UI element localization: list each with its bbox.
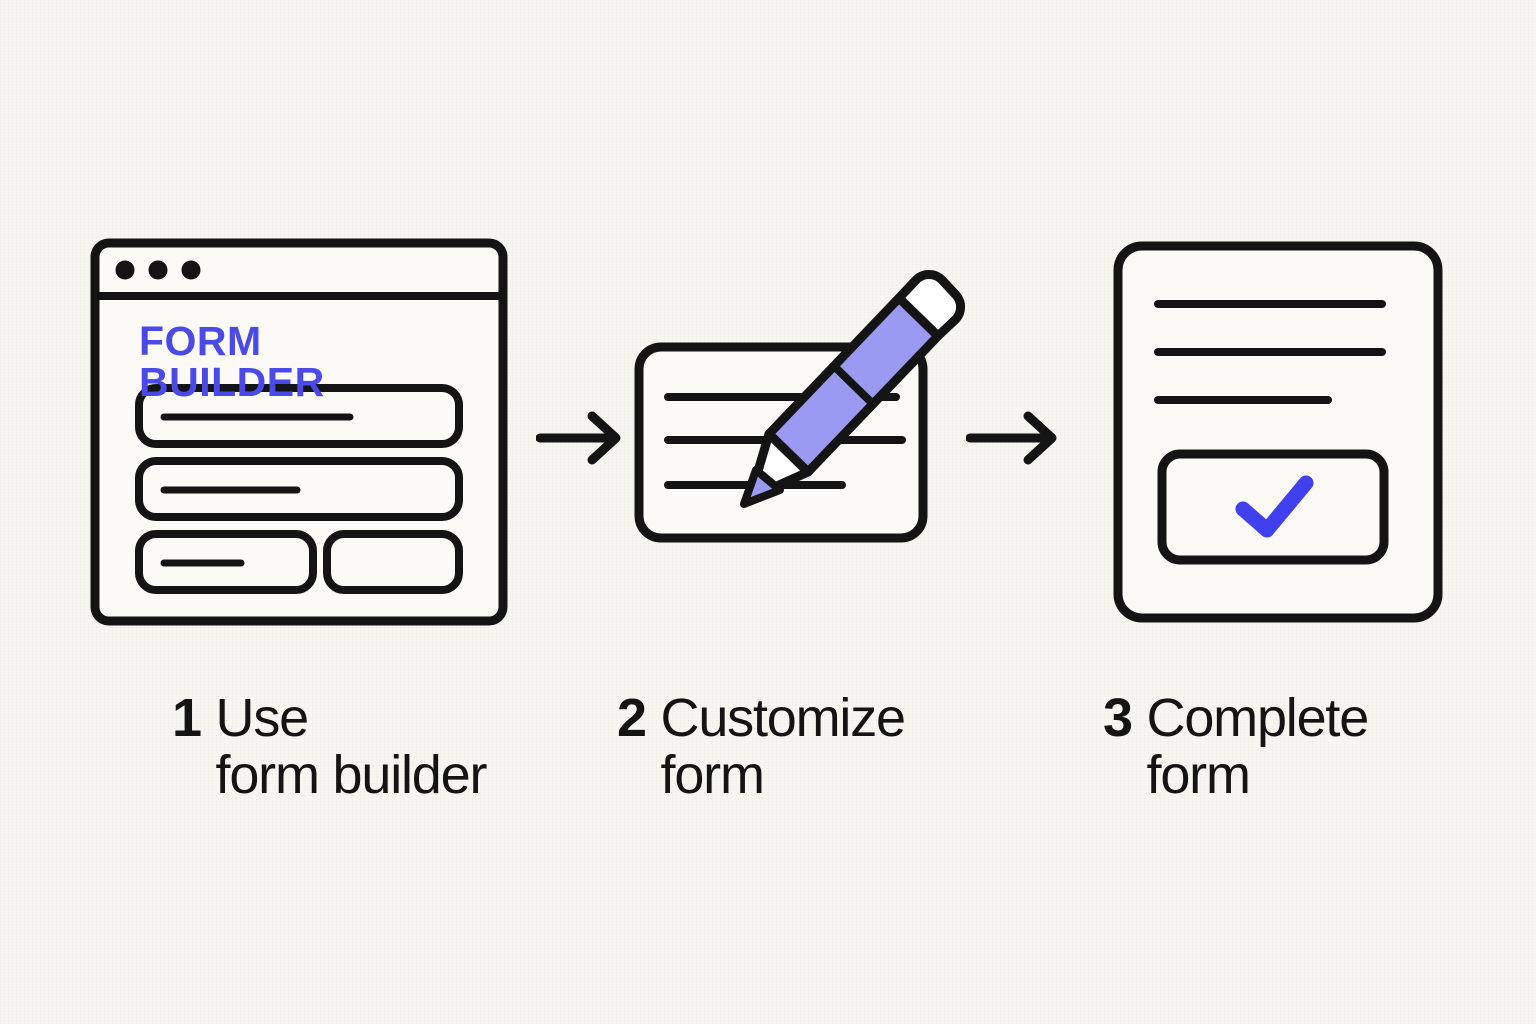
step-caption-3: 3 Complete form xyxy=(1103,688,1370,806)
pencil-eraser xyxy=(894,270,966,341)
step-2-number: 2 xyxy=(617,688,647,748)
step-1-number: 1 xyxy=(172,688,202,748)
field-row-3-right xyxy=(323,530,463,594)
step-3-label-line2: form xyxy=(1146,745,1251,806)
step-1-label-line2: form builder xyxy=(215,745,488,806)
step-1-label-line1: Use xyxy=(215,688,310,748)
pencil-icon xyxy=(740,270,966,508)
window-dot-2 xyxy=(148,260,168,280)
pencil-tip xyxy=(740,466,784,508)
field-row-1 xyxy=(135,384,463,448)
step-2-label-line2: form xyxy=(660,745,765,806)
arrow-right-icon-head xyxy=(1023,411,1057,465)
form-builder-heading: FORM BUILDER xyxy=(139,321,459,403)
complete-check-box xyxy=(1157,449,1389,565)
step-2-label: Customize form xyxy=(660,688,906,806)
complete-card-frame xyxy=(1113,241,1443,623)
window-frame xyxy=(90,238,508,626)
step-3-number: 3 xyxy=(1103,688,1133,748)
step-caption-2: 2 Customize form xyxy=(617,688,906,806)
arrow-1-to-2 xyxy=(535,410,628,471)
step-3-label: Complete form xyxy=(1146,688,1370,806)
window-dot-3 xyxy=(181,260,201,280)
step-3-label-line1: Complete xyxy=(1146,688,1370,748)
arrow-right-icon-head xyxy=(587,411,621,465)
step-caption-1: 1 Use form builder xyxy=(172,688,488,806)
step-1-label: Use form builder xyxy=(215,688,488,806)
field-row-3-left xyxy=(135,530,317,594)
check-icon xyxy=(1235,475,1314,538)
complete-form-card[interactable] xyxy=(1110,238,1446,631)
step-2-label-line1: Customize xyxy=(660,688,906,748)
window-dot-1 xyxy=(115,260,135,280)
form-builder-window[interactable]: FORM BUILDER xyxy=(88,236,510,633)
customize-form-card[interactable] xyxy=(624,222,972,557)
form-builder-heading-text: FORM BUILDER xyxy=(139,318,325,405)
pencil-barrel-stripe xyxy=(831,363,876,407)
arrow-2-to-3 xyxy=(965,410,1066,471)
field-row-2 xyxy=(135,457,463,521)
